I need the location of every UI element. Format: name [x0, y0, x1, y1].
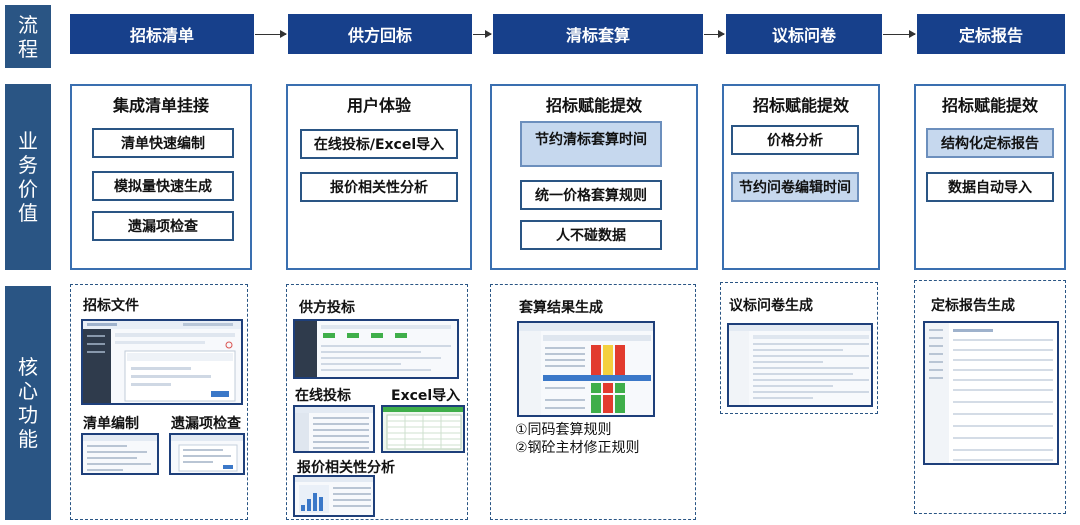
value-item: 模拟量快速生成: [92, 171, 234, 201]
value-panel-title: 招标赋能提效: [545, 96, 642, 115]
calculation-rule: ②钢砼主材修正规则: [515, 440, 640, 456]
core-sub-title: 清单编制: [83, 416, 139, 432]
value-panel-title: 招标赋能提效: [752, 96, 849, 115]
value-panel-5: 招标赋能提效 结构化定标报告 数据自动导入: [914, 84, 1066, 270]
core-panel-5: 定标报告生成: [914, 280, 1066, 514]
step-label: 定标报告: [958, 26, 1023, 45]
value-char-1: 业: [18, 129, 38, 153]
value-item: 在线投标/Excel导入: [300, 129, 458, 159]
online-bid-image: [295, 407, 373, 451]
arrow-icon: [704, 30, 725, 38]
value-char-4: 值: [18, 201, 38, 225]
value-item: 数据自动导入: [926, 172, 1054, 202]
calculation-rule: ①同码套算规则: [515, 422, 612, 438]
value-panel-title: 集成清单挂接: [112, 96, 209, 115]
value-item: 统一价格套算规则: [520, 180, 662, 210]
award-report-image: [925, 323, 1057, 463]
step-label: 清标套算: [565, 26, 630, 45]
value-panel-3: 招标赋能提效 节约清标套算时间 统一价格套算规则 人不碰数据: [490, 84, 698, 270]
survey-generation-image: [729, 325, 871, 405]
value-item: 报价相关性分析: [300, 172, 458, 202]
excel-import-screenshot: [381, 405, 465, 453]
step-tender-list: 招标清单: [70, 14, 254, 54]
supplier-bid-image: [295, 321, 451, 377]
excel-import-image: [383, 407, 463, 451]
value-item-highlight: 节约问卷编辑时间: [731, 172, 859, 202]
online-bid-screenshot: [293, 405, 375, 453]
arrow-icon: [255, 30, 287, 38]
sidebar-value-label: 业 务 价 值: [5, 84, 51, 270]
value-char-2: 务: [18, 153, 38, 177]
flow-char-1: 流: [18, 12, 38, 37]
core-panel-4: 议标问卷生成: [720, 282, 878, 414]
value-panel-1: 集成清单挂接 清单快速编制 模拟量快速生成 遗漏项检查: [70, 84, 252, 270]
core-char-4: 能: [18, 427, 38, 451]
tender-document-image: [83, 321, 241, 403]
price-correlation-screenshot: [293, 475, 375, 517]
calculation-result-image: [519, 323, 653, 415]
arrow-icon: [473, 30, 492, 38]
step-supplier-bid: 供方回标: [288, 14, 472, 54]
value-panel-2: 用户体验 在线投标/Excel导入 报价相关性分析: [286, 84, 472, 270]
step-award-report: 定标报告: [917, 14, 1065, 54]
step-label: 议标问卷: [771, 26, 836, 45]
value-item: 清单快速编制: [92, 128, 234, 158]
core-panel-2: 供方投标 在线投标 Excel导入: [286, 284, 468, 520]
core-panel-1: 招标文件 清单编制 遗漏项检查: [70, 284, 248, 520]
core-panel-title: 供方投标: [299, 300, 355, 316]
core-panel-title: 议标问卷生成: [729, 298, 813, 314]
core-sub-title: 报价相关性分析: [297, 460, 395, 476]
omission-check-screenshot: [169, 433, 245, 475]
omission-check-image: [171, 435, 243, 472]
core-panel-title: 招标文件: [83, 298, 139, 314]
core-sub-title: 遗漏项检查: [171, 416, 241, 432]
flow-char-2: 程: [18, 36, 38, 61]
value-char-3: 价: [18, 177, 38, 201]
value-item: 人不碰数据: [520, 220, 662, 250]
sidebar-core-label: 核 心 功 能: [5, 286, 51, 520]
value-panel-title: 招标赋能提效: [941, 96, 1038, 115]
sidebar-flow-label: 流 程: [5, 5, 51, 68]
value-item-highlight: 节约清标套算时间: [520, 121, 662, 167]
value-item: 遗漏项检查: [92, 211, 234, 241]
supplier-bid-screenshot: [293, 319, 459, 379]
core-sub-title: Excel导入: [391, 388, 461, 404]
step-label: 招标清单: [129, 26, 194, 45]
arrow-icon: [883, 30, 916, 38]
core-char-2: 心: [18, 379, 38, 403]
calculation-result-screenshot: [517, 321, 655, 417]
tender-document-screenshot: [81, 319, 243, 405]
list-editing-image: [83, 435, 157, 471]
value-panel-title: 用户体验: [346, 96, 411, 115]
core-char-3: 功: [18, 403, 38, 427]
step-label: 供方回标: [347, 26, 412, 45]
core-panel-title: 套算结果生成: [519, 300, 603, 316]
core-panel-3: 套算结果生成 ①同码套算规则 ②钢砼主材修正规则: [490, 284, 696, 520]
core-char-1: 核: [18, 355, 38, 379]
value-panel-4: 招标赋能提效 价格分析 节约问卷编辑时间: [722, 84, 880, 270]
list-editing-screenshot: [81, 433, 159, 475]
award-report-screenshot: [923, 321, 1059, 465]
survey-generation-screenshot: [727, 323, 873, 407]
step-negotiation-survey: 议标问卷: [726, 14, 882, 54]
value-item-highlight: 结构化定标报告: [926, 128, 1054, 158]
step-bid-clearing: 清标套算: [493, 14, 703, 54]
price-correlation-image: [295, 477, 373, 513]
core-panel-title: 定标报告生成: [931, 298, 1015, 314]
core-sub-title: 在线投标: [295, 388, 351, 404]
value-item: 价格分析: [731, 125, 859, 155]
